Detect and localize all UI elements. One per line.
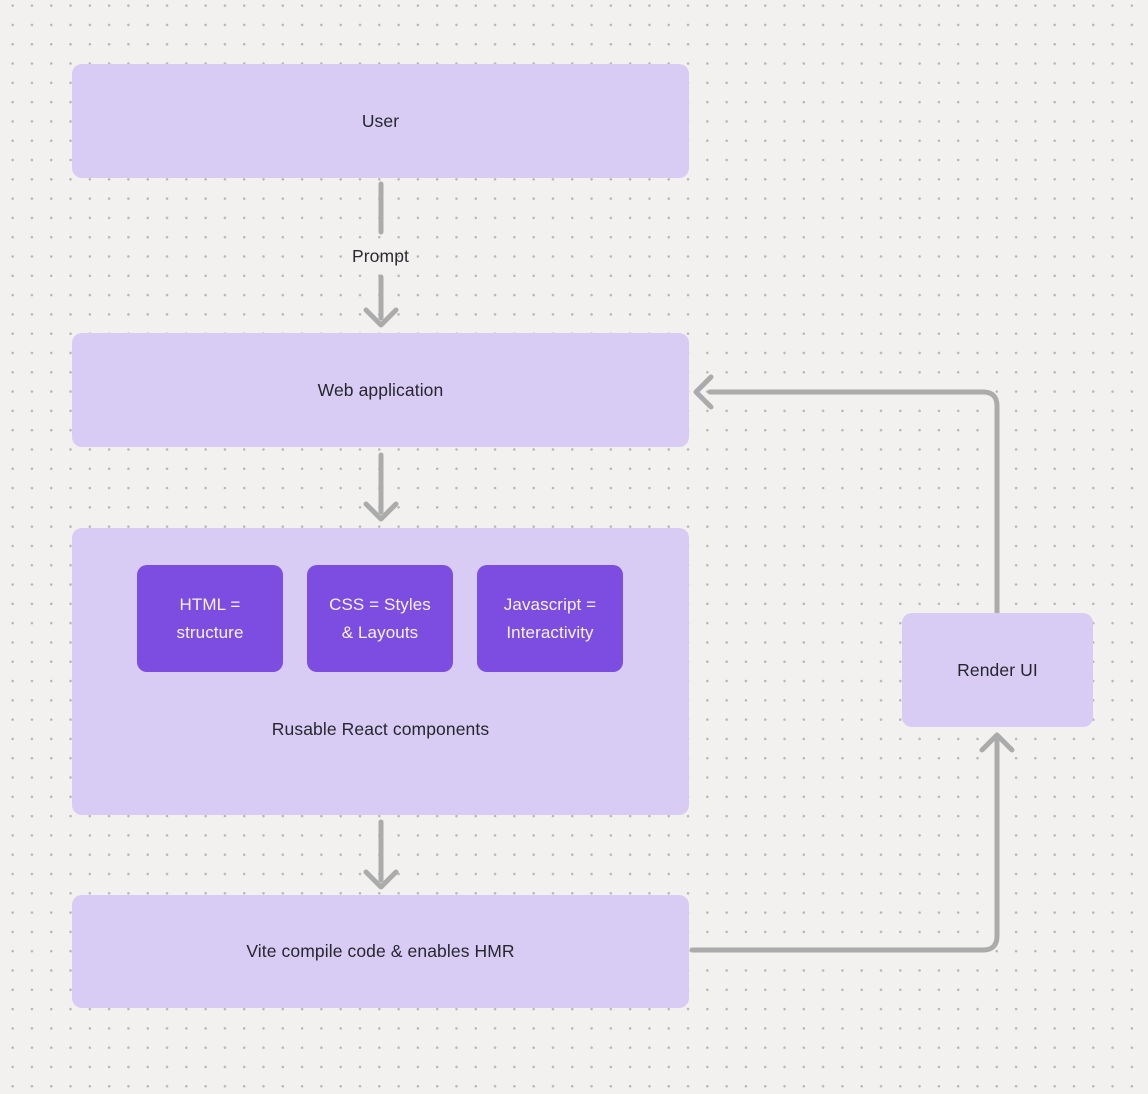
node-user[interactable]: User (72, 64, 689, 178)
node-css-line2: & Layouts (341, 622, 419, 642)
node-javascript-line1: Javascript = (503, 594, 597, 614)
node-css-label: CSS = Styles & Layouts (329, 591, 431, 647)
node-html-line1: HTML = (179, 594, 241, 614)
edge-webapp-to-components (363, 452, 399, 522)
components-group-caption: Rusable React components (271, 719, 490, 739)
arrowhead-down-icon (363, 501, 399, 522)
node-render-ui[interactable]: Render UI (902, 613, 1093, 727)
arrowhead-up-icon (979, 732, 1015, 753)
node-vite[interactable]: Vite compile code & enables HMR (72, 895, 689, 1008)
node-html-line2: structure (176, 622, 244, 642)
node-web-application[interactable]: Web application (72, 333, 689, 447)
edge-renderui-to-webapp (693, 374, 1000, 616)
node-css[interactable]: CSS = Styles & Layouts (307, 565, 453, 672)
node-javascript-label: Javascript = Interactivity (504, 591, 596, 647)
node-javascript-line2: Interactivity (506, 622, 594, 642)
node-web-application-label: Web application (317, 379, 444, 400)
edge-renderui-to-webapp-line (707, 389, 1000, 616)
node-user-label: User (361, 110, 400, 131)
arrowhead-left-icon (693, 374, 714, 410)
edge-label-prompt: Prompt (351, 246, 409, 266)
edge-components-to-vite (363, 819, 399, 890)
node-css-line1: CSS = Styles (329, 594, 431, 614)
node-render-ui-label: Render UI (957, 659, 1038, 680)
node-html-label: HTML = structure (176, 591, 243, 647)
edge-vite-to-renderui (689, 732, 1015, 953)
node-javascript[interactable]: Javascript = Interactivity (477, 565, 623, 672)
arrowhead-down-icon (363, 869, 399, 890)
node-html[interactable]: HTML = structure (137, 565, 283, 672)
edge-vite-to-renderui-line (689, 737, 1000, 953)
node-vite-label: Vite compile code & enables HMR (246, 941, 515, 961)
arrowhead-down-icon (363, 307, 399, 328)
